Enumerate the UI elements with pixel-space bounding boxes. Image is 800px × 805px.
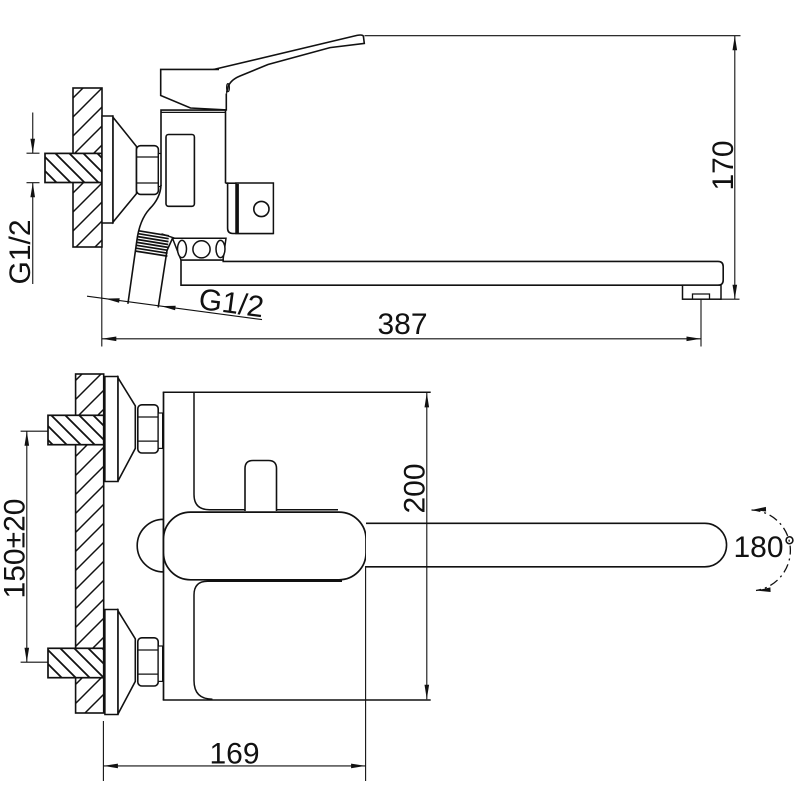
svg-text:G1/2: G1/2 xyxy=(4,219,37,284)
svg-text:180°: 180° xyxy=(734,531,796,564)
svg-text:150±20: 150±20 xyxy=(0,499,32,599)
svg-text:170: 170 xyxy=(707,140,740,190)
svg-text:169: 169 xyxy=(209,738,259,771)
svg-text:200: 200 xyxy=(399,463,432,513)
svg-text:387: 387 xyxy=(377,308,427,341)
